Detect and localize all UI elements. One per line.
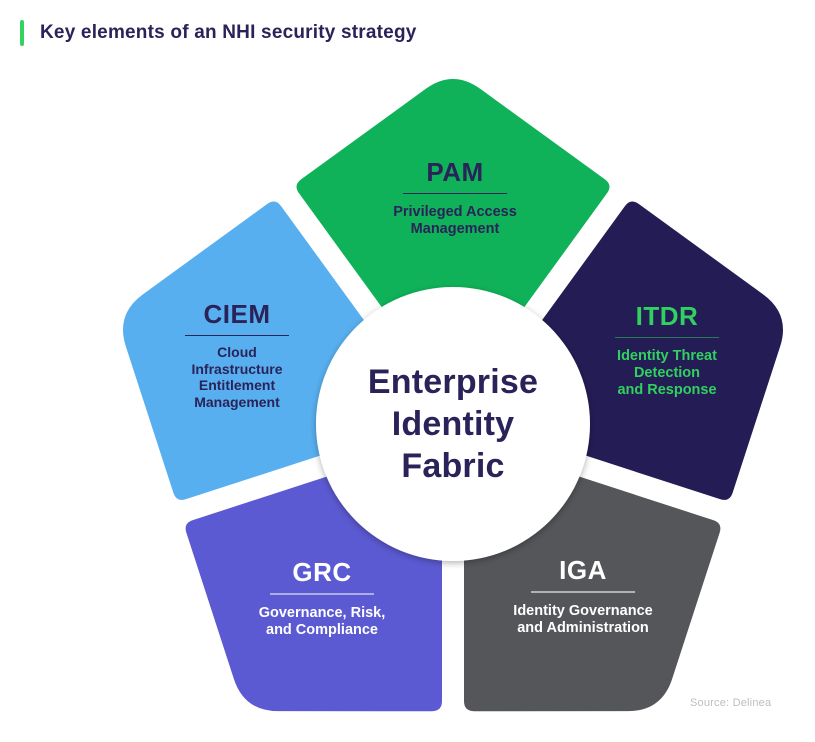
itdr-description: Identity Threat Detection and Response bbox=[617, 348, 717, 398]
title-accent-bar bbox=[20, 20, 24, 46]
grc-divider bbox=[270, 593, 374, 595]
center-circle bbox=[316, 287, 590, 561]
header: Key elements of an NHI security strategy bbox=[20, 20, 417, 46]
itdr-divider bbox=[615, 337, 719, 338]
center-title: Enterprise Identity Fabric bbox=[367, 363, 539, 485]
pam-divider bbox=[403, 193, 507, 194]
source-credit: Source: Delinea bbox=[690, 697, 772, 709]
label-block-pam: PAM Privileged Access Management bbox=[340, 159, 570, 238]
grc-description: Governance, Risk, and Compliance bbox=[258, 605, 386, 638]
pam-description: Privileged Access Management bbox=[393, 204, 517, 237]
label-block-grc: GRC Governance, Risk, and Compliance bbox=[207, 559, 437, 639]
label-block-iga: IGA Identity Governance and Administrati… bbox=[468, 557, 698, 637]
ciem-acronym: CIEM bbox=[203, 299, 271, 329]
ciem-description: Cloud Infrastructure Entitlement Managem… bbox=[191, 344, 283, 410]
ciem-divider bbox=[185, 335, 289, 336]
itdr-acronym: ITDR bbox=[635, 301, 699, 331]
page-title: Key elements of an NHI security strategy bbox=[40, 22, 417, 43]
iga-description: Identity Governance and Administration bbox=[513, 603, 653, 636]
iga-acronym: IGA bbox=[559, 555, 607, 585]
iga-divider bbox=[531, 591, 635, 593]
label-block-ciem: CIEM Cloud Infrastructure Entitlement Ma… bbox=[122, 301, 352, 410]
label-block-itdr: ITDR Identity Threat Detection and Respo… bbox=[552, 303, 782, 399]
pam-acronym: PAM bbox=[426, 157, 484, 187]
grc-acronym: GRC bbox=[292, 557, 352, 587]
